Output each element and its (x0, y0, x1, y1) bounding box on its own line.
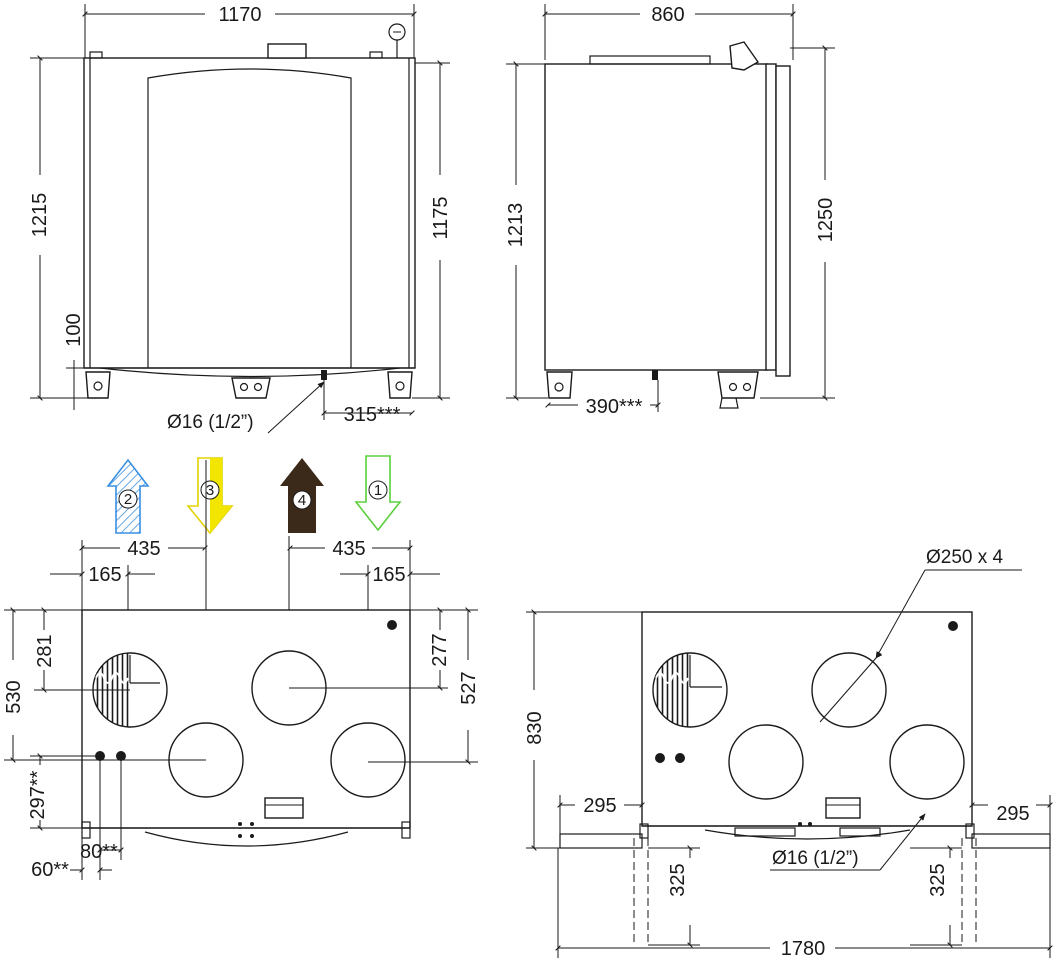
side-total-height-label: 1250 (815, 198, 837, 243)
top-connector-box (264, 797, 304, 819)
right-port-label: 277 (429, 633, 451, 666)
right-spacing-label: 435 (332, 538, 365, 560)
side-depth-dimension: 860 (542, 4, 796, 60)
total-width-label: 1780 (781, 938, 826, 960)
right-edge-label: 165 (372, 564, 405, 586)
front-width-label: 1170 (218, 4, 261, 26)
top-view-vertical-dimensions: 530 281 277 527 297** 60** (3, 607, 480, 881)
side-casing (544, 63, 768, 371)
side-foot-offset-label: 390*** (586, 396, 643, 418)
flow-arrow-2-number: 2 (124, 491, 132, 508)
power-plug-icon (388, 23, 406, 58)
flow-arrow-3-number: 3 (206, 482, 214, 499)
top-view: 435 435 165 165 (3, 460, 480, 881)
port-1 (330, 722, 406, 798)
front-total-height-label: 1215 (29, 193, 51, 238)
mounted-drain-annotation: Ø16 (1/2”) (770, 813, 926, 871)
front-drain-annotation: Ø16 (1/2”) 315*** (167, 380, 415, 434)
side-height-dimensions: 1213 1250 390*** (505, 45, 837, 418)
pipe-right-label: 80** (80, 841, 118, 863)
mounted-port-heater (652, 652, 728, 728)
flow-arrow-1: 1 (354, 455, 402, 532)
mounted-port-4 (811, 652, 887, 728)
drain-outlet (321, 370, 327, 380)
left-port-label: 281 (34, 634, 56, 667)
flow-arrow-1-number: 1 (374, 482, 382, 499)
left-spacing-label: 435 (127, 538, 160, 560)
front-body-height-label: 1175 (430, 196, 452, 239)
bottom-offset-label: 297** (27, 770, 49, 819)
flow-arrow-3: 3 (186, 457, 234, 535)
front-feet (85, 370, 413, 399)
bracket-height-right-label: 325 (927, 863, 949, 896)
right-depth-label: 527 (458, 671, 480, 704)
front-drain-label: Ø16 (1/2”) (167, 412, 254, 433)
front-width-dimension: 1170 (82, 4, 417, 60)
front-body-height-dimension: 1175 (412, 60, 452, 401)
left-depth-label: 530 (3, 680, 25, 713)
flow-arrow-2: 2 (106, 458, 150, 534)
front-top-connector (267, 43, 307, 59)
bracket-left-label: 295 (583, 795, 616, 817)
mounted-port-3 (728, 724, 804, 800)
side-depth-label: 860 (651, 4, 684, 26)
duct-annotation: Ø250 x 4 (819, 547, 1022, 723)
front-view: 1170 (29, 4, 452, 434)
foot-height-label: 100 (63, 313, 85, 346)
side-feet (546, 370, 759, 409)
bracket-height-left-label: 325 (667, 863, 689, 896)
flow-arrow-4-number: 4 (298, 492, 306, 509)
flow-arrow-4: 4 (280, 458, 324, 533)
pipe-left-label: 60** (31, 859, 69, 881)
mounted-depth-label: 830 (524, 711, 546, 744)
front-height-dimensions: 1215 100 (29, 55, 90, 410)
side-view: 860 1213 1250 (505, 4, 837, 418)
drain-offset-label: 315*** (344, 404, 401, 426)
mounted-dimensions: 830 295 295 325 325 1780 (524, 609, 1053, 960)
mounting-brackets (559, 823, 1051, 945)
mounted-port-1 (889, 724, 965, 800)
flow-arrows: 2 3 4 1 (106, 455, 402, 535)
side-body-height-label: 1213 (505, 203, 527, 248)
mounted-drain-label: Ø16 (1/2”) (772, 848, 859, 869)
front-casing (83, 57, 416, 369)
front-door-panel (147, 68, 352, 368)
top-view-mounted: Ø250 x 4 830 295 295 325 325 (524, 547, 1053, 960)
duct-label: Ø250 x 4 (926, 547, 1004, 568)
bracket-right-label: 295 (996, 803, 1029, 825)
side-top-handle (729, 41, 760, 71)
side-door (775, 65, 791, 377)
left-edge-label: 165 (88, 564, 121, 586)
